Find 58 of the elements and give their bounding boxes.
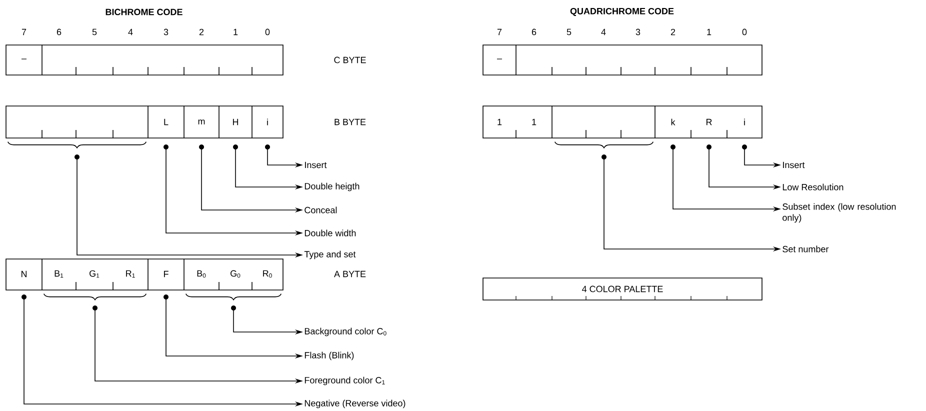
field-label: Insert <box>783 162 805 168</box>
bit-number: 3 <box>636 28 640 36</box>
bit-cell: N <box>22 270 27 278</box>
bit-number: 4 <box>601 28 606 36</box>
bit-cell: B$_{0}$ <box>197 270 206 278</box>
field-label: Negative (Reverse video) <box>304 400 406 408</box>
bit-cell: 1 <box>532 118 536 126</box>
heading: QUADRICHROME CODE <box>570 8 674 16</box>
field-label: Double width <box>304 230 356 236</box>
brace <box>185 293 282 300</box>
field-label: Conceal <box>304 206 337 214</box>
byte-label: C BYTE <box>334 56 366 64</box>
byte-label: A BYTE <box>334 270 366 278</box>
brace <box>7 141 147 148</box>
bit-cell: G$_{1}$ <box>90 270 100 278</box>
bit-cell: R$_{1}$ <box>126 270 135 278</box>
heading: BICHROME CODE <box>106 8 182 16</box>
bit-number: 4 <box>128 28 133 36</box>
palette-box: 4 COLOR PALETTE <box>482 278 762 300</box>
brace <box>43 293 147 300</box>
bit-cell: – <box>22 58 26 60</box>
bit-number: 7 <box>22 28 26 36</box>
field-label: Subset index (low resolution only) <box>782 203 896 223</box>
bit-cell: i <box>744 118 745 126</box>
bit-cell: R$_{0}$ <box>263 270 272 278</box>
bit-cell: G$_{0}$ <box>230 270 240 278</box>
bit-number: 7 <box>497 28 502 36</box>
field-label: Type and set <box>304 250 356 260</box>
bit-number: 2 <box>199 28 204 36</box>
brace <box>554 141 654 148</box>
bit-number: 6 <box>532 28 536 36</box>
bit-number: 3 <box>164 28 168 36</box>
bit-number: 0 <box>742 28 747 36</box>
byte-label: B BYTE <box>334 118 366 126</box>
bit-cell: B$_{1}$ <box>54 270 64 278</box>
bit-number: 5 <box>92 28 97 36</box>
bit-cell: 1 <box>498 118 502 126</box>
field-label: Insert <box>305 162 327 168</box>
field-label: Background color C$_{0}$ <box>304 328 386 336</box>
bit-cell: – <box>497 58 502 60</box>
field-label: Set number <box>782 246 829 252</box>
bit-cell: R <box>706 118 712 126</box>
bit-cell: F <box>164 270 168 278</box>
bit-cell: m <box>198 120 205 124</box>
field-label: Low Resolution <box>782 184 844 190</box>
bit-number: 5 <box>566 28 572 36</box>
bit-number: 1 <box>707 28 712 36</box>
bit-cell: H <box>233 118 238 126</box>
field-label: Double heigth <box>304 182 360 192</box>
field-label: Foreground color C$_{1}$ <box>304 376 385 386</box>
bit-cell: k <box>671 118 676 126</box>
bit-number: 2 <box>670 28 676 36</box>
bit-cell: i <box>267 118 268 126</box>
bit-number: 0 <box>265 28 270 36</box>
bit-number: 1 <box>234 28 238 36</box>
bit-cell: L <box>164 118 168 126</box>
field-label: Flash (Blink) <box>304 352 354 360</box>
bit-number: 6 <box>56 28 62 36</box>
